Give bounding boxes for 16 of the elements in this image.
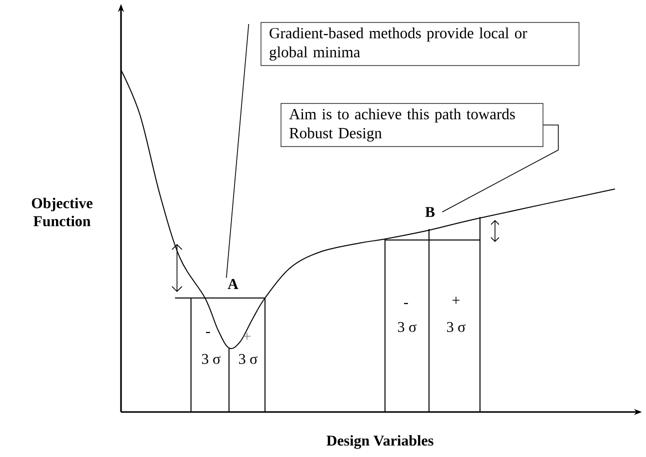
sign-label: - (206, 332, 210, 334)
leader-line (226, 24, 250, 278)
leader-line (442, 124, 559, 212)
axis-label: Objective Function (32, 198, 92, 226)
sign-label: + (244, 332, 250, 340)
sigma-label: 3 σ (202, 354, 220, 364)
sign-label: - (404, 302, 408, 304)
sigma-label: 3 σ (239, 354, 258, 364)
callout-box: Aim is to achieve this path towards Robust Design (280, 103, 544, 147)
axis-label: Design Variables (326, 435, 434, 449)
point-label: A (228, 279, 238, 289)
callout-box: Gradient-based methods provide local or global minima (260, 22, 580, 66)
point-label: B (425, 207, 435, 217)
sign-label: + (452, 296, 460, 304)
sigma-label: 3 σ (398, 322, 416, 332)
sigma-label: 3 σ (447, 322, 466, 332)
